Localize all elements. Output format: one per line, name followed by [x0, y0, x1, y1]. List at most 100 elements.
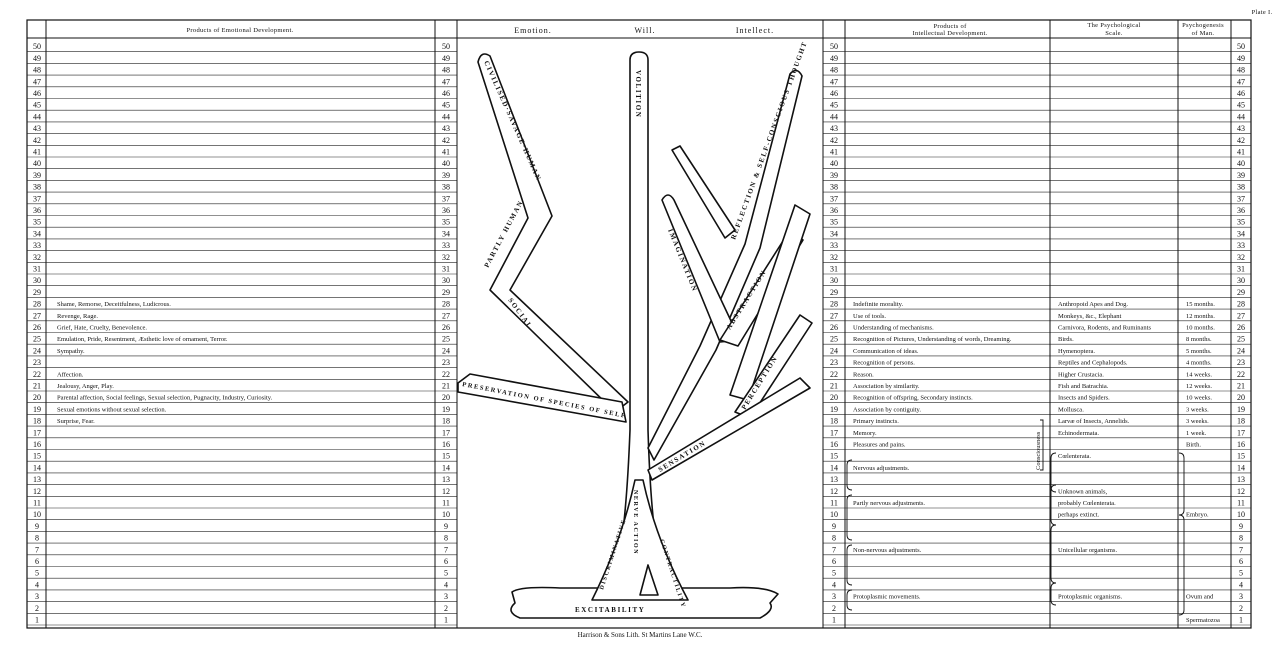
row-number: 40	[33, 159, 41, 168]
intellectual-entry: Recognition of offspring, Secondary inst…	[853, 395, 973, 402]
row-number: 37	[830, 194, 838, 203]
row-number: 37	[1237, 194, 1245, 203]
row-number: 48	[33, 66, 41, 75]
row-number: 14	[830, 463, 838, 472]
psychogenesis-entry: Ovum and	[1186, 594, 1214, 601]
psychogenesis-entry: 10 weeks.	[1186, 395, 1212, 402]
intellectual-entry: Use of tools.	[853, 313, 886, 320]
emotional-entry: Grief, Hate, Cruelty, Benevolence.	[57, 325, 147, 332]
row-number: 48	[1237, 66, 1245, 75]
row-number: 42	[1237, 136, 1245, 145]
row-number: 12	[1237, 487, 1245, 496]
branch-generalisation-2	[671, 145, 736, 239]
row-number: 9	[832, 522, 836, 531]
row-number: 12	[33, 487, 41, 496]
emotional-entry: Sexual emotions without sexual selection…	[57, 406, 167, 413]
scale-entry: Mollusca.	[1058, 406, 1084, 413]
row-number: 30	[33, 276, 41, 285]
psychogenesis-entry: 4 months.	[1186, 360, 1212, 367]
row-number: 18	[1237, 417, 1245, 426]
scale-entry: Reptiles and Cephalopods.	[1058, 360, 1128, 367]
row-number: 17	[442, 428, 450, 437]
header-emotion: Emotion.	[514, 26, 552, 35]
row-number: 1	[832, 616, 836, 625]
row-number: 49	[830, 54, 838, 63]
row-number: 19	[442, 405, 450, 414]
row-number: 3	[832, 592, 836, 601]
row-number: 9	[35, 522, 39, 531]
intellectual-entry: Pleasures and pains.	[853, 442, 906, 449]
row-number: 16	[33, 440, 41, 449]
row-number: 36	[1237, 206, 1245, 215]
label-excitability: EXCITABILITY	[575, 606, 645, 614]
row-number: 35	[33, 218, 41, 227]
row-number: 43	[442, 124, 450, 133]
psychogenesis-entry: 12 weeks.	[1186, 383, 1212, 390]
row-number: 36	[33, 206, 41, 215]
row-number: 36	[830, 206, 838, 215]
row-number: 31	[1237, 265, 1245, 274]
row-number: 33	[33, 241, 41, 250]
row-number: 49	[33, 54, 41, 63]
row-number: 32	[830, 253, 838, 262]
row-number: 26	[830, 323, 838, 332]
row-number: 28	[830, 300, 838, 309]
row-number: 19	[33, 405, 41, 414]
row-number: 33	[1237, 241, 1245, 250]
row-number: 2	[832, 604, 836, 613]
row-number: 50	[33, 42, 41, 51]
scale-entry: Higher Crustacia.	[1058, 371, 1104, 378]
header-intellect: Intellect.	[736, 26, 774, 35]
row-number: 13	[442, 475, 450, 484]
row-number: 25	[1237, 335, 1245, 344]
row-number: 22	[830, 370, 838, 379]
header-psychogenesis-1: Psychogenesis	[1182, 22, 1224, 29]
header-intellectual-1: Products of	[933, 23, 967, 30]
row-number: 46	[442, 89, 450, 98]
row-number: 42	[442, 136, 450, 145]
row-number: 29	[830, 288, 838, 297]
row-number: 43	[830, 124, 838, 133]
label-sensation: SENSATION	[657, 439, 708, 474]
row-number: 39	[830, 171, 838, 180]
row-number: 30	[1237, 276, 1245, 285]
row-number: 47	[33, 77, 41, 86]
consciousness-label: Consciousness	[1035, 431, 1042, 470]
row-number: 38	[1237, 183, 1245, 192]
row-number: 26	[33, 323, 41, 332]
row-number: 28	[33, 300, 41, 309]
scale-entry: Insects and Spiders.	[1058, 395, 1110, 402]
row-number: 50	[442, 42, 450, 51]
row-number: 20	[830, 393, 838, 402]
row-number: 27	[1237, 311, 1245, 320]
column-dividers	[45, 20, 1232, 628]
row-number: 18	[442, 417, 450, 426]
row-number: 13	[830, 475, 838, 484]
row-number: 9	[1239, 522, 1243, 531]
intellectual-entry: Indefinite morality.	[853, 301, 903, 308]
row-number: 5	[444, 569, 448, 578]
row-number: 32	[33, 253, 41, 262]
scale-entry: probably Cœlenterata.	[1058, 500, 1116, 507]
row-number: 8	[1239, 534, 1243, 543]
row-number: 32	[442, 253, 450, 262]
row-number: 23	[33, 358, 41, 367]
row-number: 34	[33, 229, 41, 238]
row-number: 47	[442, 77, 450, 86]
row-number: 24	[33, 346, 41, 355]
row-number: 31	[33, 265, 41, 274]
row-number: 17	[33, 428, 41, 437]
row-number: 24	[442, 346, 450, 355]
scale-entry: Carnivora, Rodents, and Ruminants	[1058, 325, 1151, 332]
row-number: 20	[442, 393, 450, 402]
row-number: 29	[1237, 288, 1245, 297]
row-number: 24	[1237, 346, 1245, 355]
header-psychogenesis-2: of Man.	[1192, 30, 1215, 37]
branch-preservation	[457, 373, 627, 423]
row-number: 45	[830, 101, 838, 110]
row-number: 38	[830, 183, 838, 192]
outer-frame	[26, 19, 1252, 629]
psychogenesis-entry: 8 months.	[1186, 336, 1212, 343]
row-number: 45	[33, 101, 41, 110]
row-number: 26	[442, 323, 450, 332]
